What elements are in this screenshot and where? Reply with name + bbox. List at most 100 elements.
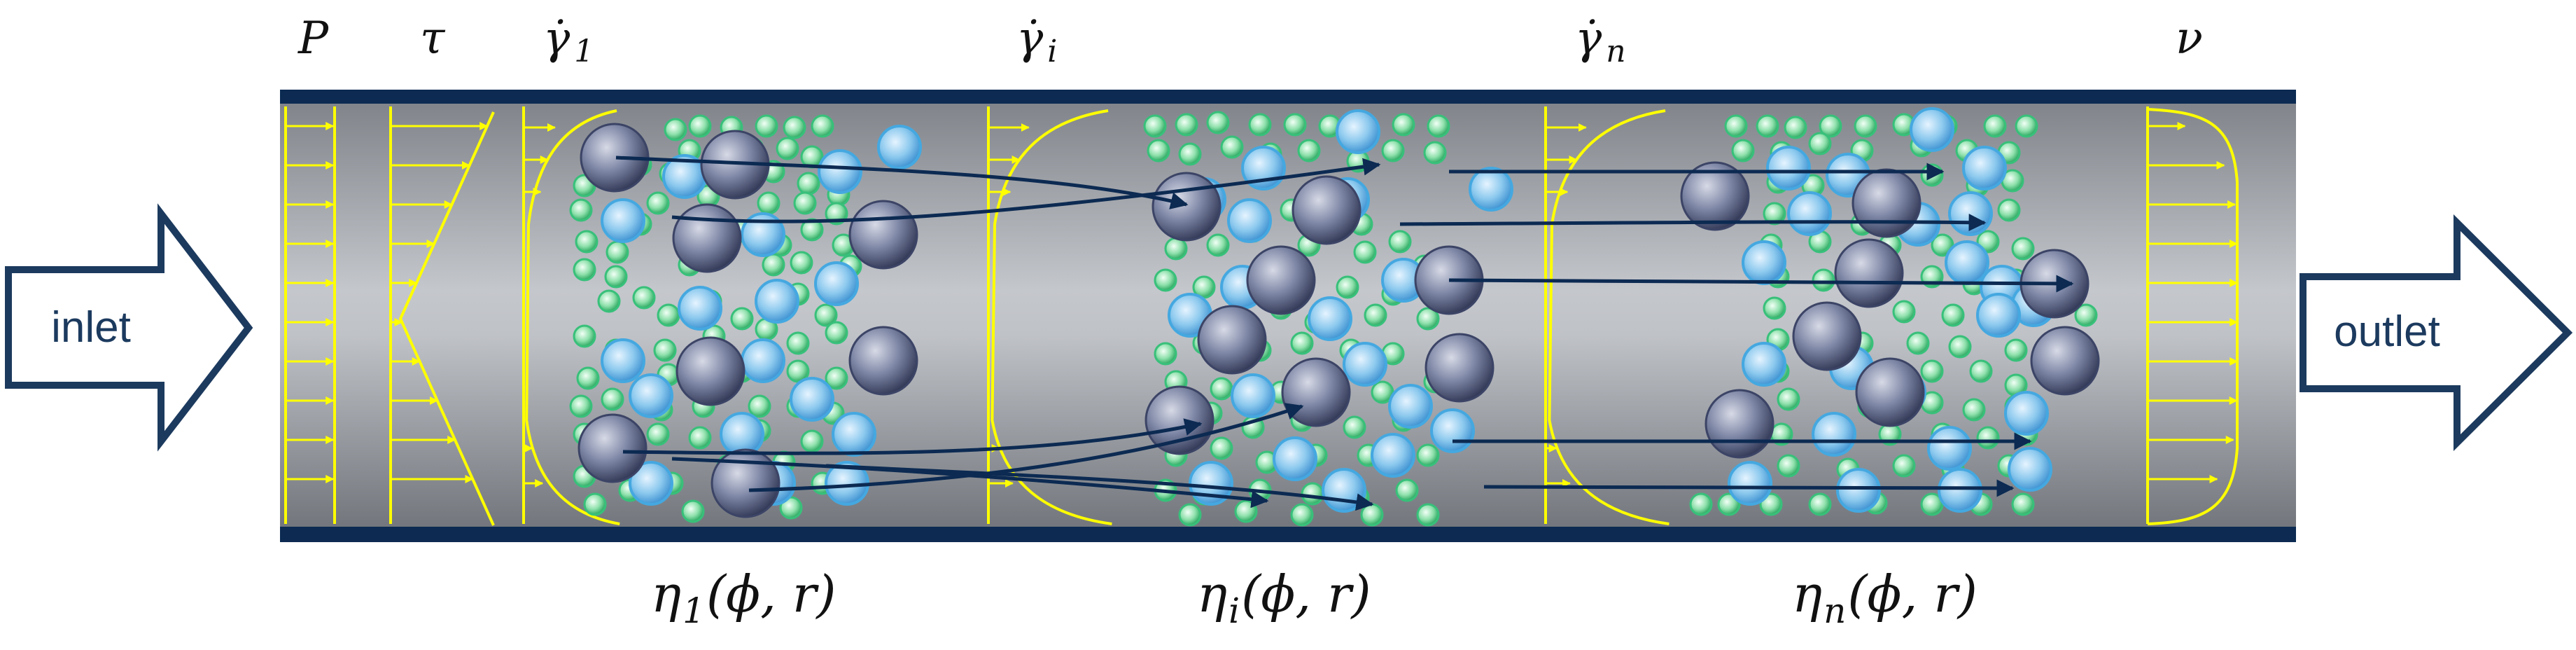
small-particle	[811, 114, 834, 138]
small-particle	[646, 422, 670, 446]
viscosity-n-label: ηn(ϕ, r)	[1792, 565, 1977, 631]
medium-particle	[1371, 433, 1415, 478]
small-particle	[575, 230, 598, 254]
small-particle	[1283, 113, 1307, 137]
medium-particle	[1910, 107, 1954, 152]
small-particle	[776, 137, 799, 160]
large-particle	[1292, 175, 1362, 245]
small-particle	[779, 496, 803, 520]
small-particle	[1143, 114, 1167, 138]
shear-rate-i-label: γ̇i	[1016, 13, 1057, 69]
outlet-label: outlet	[2334, 307, 2440, 356]
small-particle	[814, 303, 838, 327]
flow-trajectory-arrow	[615, 155, 1189, 209]
shear-rate-i-subscript: i	[1047, 34, 1058, 69]
flow-trajectory-arrow	[825, 464, 1374, 511]
small-particle	[1976, 426, 2000, 450]
shear-rate-n-symbol: γ̇	[1575, 13, 1602, 64]
small-particle	[688, 114, 712, 138]
small-particle	[1819, 114, 1842, 138]
small-particle	[2011, 237, 2035, 261]
small-particle	[790, 251, 813, 275]
shear-rate-1-subscript: 1	[574, 34, 594, 69]
medium-particle	[1948, 191, 1993, 236]
viscosity-n-args: (ϕ, r)	[1847, 565, 1977, 623]
small-particle	[1808, 132, 1832, 155]
medium-particle	[1742, 240, 1786, 285]
outlet-arrow-icon	[2300, 214, 2573, 452]
pipe-bottom-wall	[280, 527, 2296, 542]
large-particle	[1246, 245, 1316, 315]
viscosity-n-symbol: η	[1792, 565, 1823, 623]
small-particle	[1192, 275, 1216, 299]
small-particle	[1920, 163, 1944, 187]
small-particle	[762, 253, 785, 277]
small-particle	[825, 366, 848, 390]
small-particle	[1353, 240, 1377, 264]
small-particle	[664, 118, 687, 141]
small-particle	[597, 289, 621, 313]
small-particle	[1724, 114, 1748, 138]
large-particle	[1197, 305, 1267, 375]
shear-rate-i-profile-curve	[990, 109, 1112, 525]
small-particle	[604, 265, 628, 289]
flow-trajectory-arrow	[671, 158, 1381, 223]
medium-particle	[1962, 146, 2007, 191]
large-particle	[1851, 168, 1921, 238]
flow-trajectory-arrow	[748, 403, 1304, 492]
inlet-label: inlet	[51, 303, 131, 352]
small-particle	[1343, 415, 1366, 439]
medium-particle	[1742, 342, 1786, 387]
shear-rate-1-profile-curve	[525, 109, 620, 525]
small-particle	[1948, 335, 1972, 359]
small-particle	[657, 303, 680, 327]
profiles-group	[284, 106, 2239, 526]
small-particle	[1290, 331, 1314, 355]
medium-particle	[1343, 342, 1387, 387]
small-particle	[757, 191, 780, 215]
medium-particle	[790, 377, 834, 422]
small-particle	[1206, 111, 1230, 134]
large-particle	[1834, 238, 1904, 308]
small-particle	[793, 191, 817, 215]
medium-particle	[678, 286, 722, 331]
small-particle	[1931, 233, 1954, 257]
small-particle	[1371, 380, 1394, 404]
small-particle	[1731, 139, 1755, 162]
medium-particle	[1273, 436, 1317, 481]
small-particle	[1763, 202, 1786, 226]
medium-particle	[1945, 240, 1989, 285]
medium-particle	[1388, 384, 1433, 429]
large-particle	[1144, 385, 1214, 455]
small-particle	[681, 499, 705, 523]
viscosity-1-subscript: 1	[682, 590, 705, 631]
large-particle	[1152, 172, 1222, 242]
large-particle	[2030, 326, 2100, 396]
medium-particle	[877, 125, 922, 170]
flow-trajectories-group	[615, 155, 2074, 511]
small-particle	[569, 394, 593, 418]
large-particle	[848, 200, 918, 270]
medium-particle	[1938, 468, 1982, 513]
medium-particle	[1430, 408, 1475, 453]
small-particle	[1784, 116, 1807, 139]
shear-rate-n-subscript: n	[1606, 34, 1626, 69]
velocity-profile-curve	[2147, 108, 2239, 525]
small-particle	[1969, 359, 1993, 383]
viscosity-i-subscript: i	[1228, 590, 1240, 631]
large-particle	[1424, 333, 1494, 403]
small-particle	[1997, 198, 2021, 222]
viscosity-n-subscript: n	[1823, 590, 1847, 631]
small-particle	[573, 324, 596, 348]
small-particle	[730, 307, 754, 331]
small-particle	[1290, 503, 1314, 527]
small-particle	[1892, 300, 1916, 324]
medium-particle	[1812, 412, 1856, 457]
medium-particle	[1766, 146, 1811, 191]
small-particle	[825, 321, 848, 345]
medium-particle	[629, 373, 673, 418]
small-particle	[632, 286, 656, 310]
flow-trajectory-arrow	[1399, 214, 1987, 232]
small-particle	[1248, 113, 1272, 137]
